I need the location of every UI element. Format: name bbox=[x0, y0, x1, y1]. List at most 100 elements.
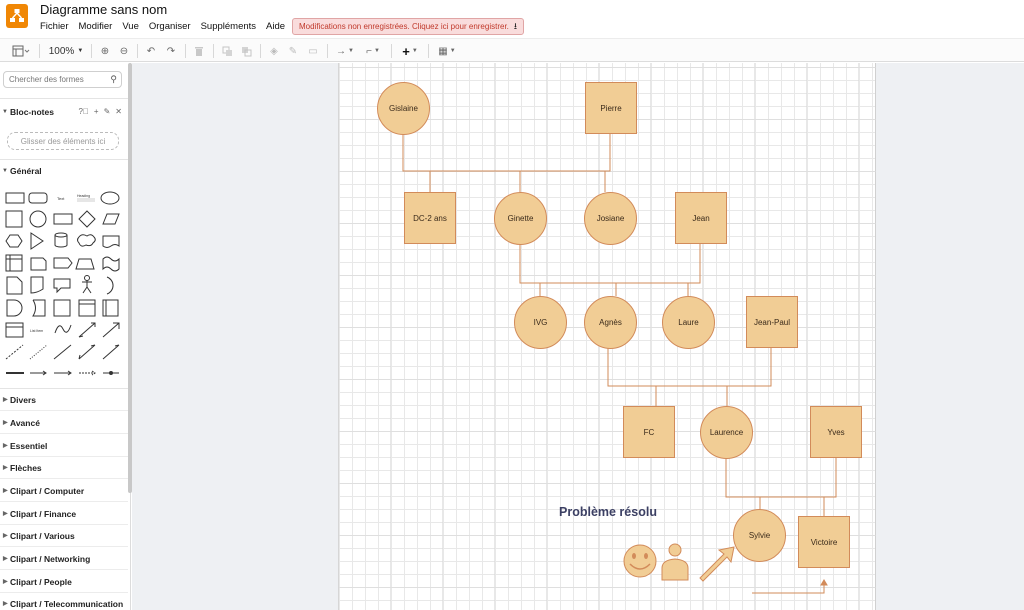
app-logo-icon bbox=[10, 9, 24, 22]
library-advanced[interactable]: ▶Avancé bbox=[0, 412, 128, 434]
menu-arrange[interactable]: Organiser bbox=[148, 21, 191, 32]
node-jean[interactable]: Jean bbox=[675, 192, 727, 244]
node-victoire[interactable]: Victoire bbox=[798, 516, 850, 568]
search-input[interactable]: Chercher des formes ⚲ bbox=[3, 71, 122, 88]
table-button[interactable]: ▦▼ bbox=[435, 44, 459, 58]
connector-label-shape-icon bbox=[54, 370, 72, 376]
library-clipart-people[interactable]: ▶Clipart / People bbox=[0, 571, 128, 593]
unsaved-notice-text: Modifications non enregistrées. Cliquez … bbox=[299, 22, 509, 31]
line-shape-icon bbox=[53, 344, 72, 360]
node-ginette[interactable]: Ginette bbox=[494, 192, 547, 245]
redo-button[interactable]: ↷ bbox=[164, 44, 178, 58]
zoom-out-button[interactable]: ⊖ bbox=[117, 44, 131, 58]
redo-icon: ↷ bbox=[166, 45, 176, 57]
library-clipart-various[interactable]: ▶Clipart / Various bbox=[0, 525, 128, 547]
library-arrows[interactable]: ▶Flèches bbox=[0, 457, 128, 479]
node-label: IVG bbox=[533, 318, 548, 327]
library-clipart-networking[interactable]: ▶Clipart / Networking bbox=[0, 548, 128, 570]
curve-shape-icon bbox=[54, 324, 72, 334]
waypoints-button[interactable]: ⌐▼ bbox=[361, 44, 385, 58]
library-basic[interactable]: ▶Essentiel bbox=[0, 435, 128, 457]
paint-bucket-icon: ◈ bbox=[270, 45, 278, 57]
library-clipart-finance[interactable]: ▶Clipart / Finance bbox=[0, 503, 128, 525]
document-title[interactable]: Diagramme sans nom bbox=[40, 2, 168, 17]
node-ivg[interactable]: IVG bbox=[514, 296, 567, 349]
triangle-down-icon: ▼ bbox=[2, 168, 8, 174]
menu-help[interactable]: Aide bbox=[266, 21, 286, 32]
clipart-group[interactable] bbox=[620, 538, 740, 584]
unsaved-changes-button[interactable]: Modifications non enregistrées. Cliquez … bbox=[292, 18, 525, 35]
library-label: Flèches bbox=[10, 462, 42, 473]
zoom-in-icon: ⊕ bbox=[100, 45, 110, 57]
chevron-down-icon: ▼ bbox=[411, 48, 418, 54]
fill-color-button[interactable]: ◈ bbox=[267, 44, 281, 58]
node-agnes[interactable]: Agnès bbox=[584, 296, 637, 349]
layout-icon bbox=[12, 45, 30, 57]
library-label: Clipart / Various bbox=[10, 530, 75, 541]
to-front-button[interactable] bbox=[220, 44, 234, 58]
menu-file[interactable]: Fichier bbox=[40, 21, 69, 32]
triangle-right-icon: ▶ bbox=[3, 488, 8, 494]
node-laurence[interactable]: Laurence bbox=[700, 406, 753, 459]
insert-button[interactable]: +▼ bbox=[398, 43, 422, 59]
shadow-button[interactable]: ▭ bbox=[306, 44, 320, 58]
triangle-right-icon: ▶ bbox=[3, 397, 8, 403]
toolbar-separator bbox=[260, 44, 261, 58]
node-label: FC bbox=[643, 427, 655, 437]
library-label: Clipart / Telecommunication bbox=[10, 598, 124, 609]
general-header[interactable]: ▼ Général bbox=[0, 161, 128, 181]
edit-icon[interactable]: ✎ bbox=[103, 107, 111, 116]
node-label: Josiane bbox=[596, 214, 625, 223]
scratchpad-header[interactable]: ▼ Bloc-notes ?⃝ + ✎ ✕ bbox=[0, 102, 128, 122]
document-shape-icon bbox=[102, 235, 120, 248]
menu-edit[interactable]: Modifier bbox=[78, 21, 113, 32]
step-shape-icon bbox=[53, 257, 73, 269]
node-gislaine[interactable]: Gislaine bbox=[377, 82, 430, 135]
dashed-line-shape-icon bbox=[5, 344, 24, 360]
menu-view[interactable]: Vue bbox=[122, 21, 139, 32]
node-pierre[interactable]: Pierre bbox=[585, 82, 637, 134]
help-icon[interactable]: ?⃝ bbox=[78, 107, 89, 116]
general-title: Général bbox=[10, 166, 42, 176]
scratchpad-dropzone[interactable]: Glisser des éléments ici bbox=[7, 132, 119, 150]
problem-solved-label[interactable]: Problème résolu bbox=[559, 505, 657, 519]
node-jeanpaul[interactable]: Jean-Paul bbox=[746, 296, 798, 348]
download-icon: ⭳ bbox=[513, 20, 518, 31]
close-icon[interactable]: ✕ bbox=[115, 107, 122, 116]
chevron-down-icon: ▼ bbox=[373, 48, 380, 54]
node-yves[interactable]: Yves bbox=[810, 406, 862, 458]
delete-button[interactable] bbox=[192, 44, 206, 58]
node-fc[interactable]: FC bbox=[623, 406, 675, 458]
library-clipart-telecommunication[interactable]: ▶Clipart / Telecommunication bbox=[0, 593, 128, 610]
node-laure[interactable]: Laure bbox=[662, 296, 715, 349]
search-icon[interactable]: ⚲ bbox=[110, 74, 117, 84]
library-misc[interactable]: ▶Divers bbox=[0, 389, 128, 411]
line-color-button[interactable]: ✎ bbox=[286, 44, 300, 58]
node-label: Agnès bbox=[599, 318, 622, 327]
dropzone-text: Glisser des éléments ici bbox=[20, 136, 106, 146]
trapezoid-shape-icon bbox=[75, 258, 95, 270]
node-josiane[interactable]: Josiane bbox=[584, 192, 637, 245]
view-panels-button[interactable] bbox=[10, 44, 32, 58]
menu-extras[interactable]: Suppléments bbox=[200, 21, 257, 32]
zoom-out-icon: ⊖ bbox=[119, 45, 129, 57]
sidebar-scrollbar[interactable] bbox=[128, 63, 132, 493]
general-shapes-palette[interactable]: Text Heading List Item bbox=[3, 187, 125, 379]
undo-button[interactable]: ↶ bbox=[144, 44, 158, 58]
square-shape-icon bbox=[5, 210, 23, 228]
plus-icon: + bbox=[402, 43, 410, 59]
to-back-button[interactable] bbox=[239, 44, 253, 58]
triangle-right-icon: ▶ bbox=[3, 420, 8, 426]
connection-style-button[interactable]: →▼ bbox=[333, 44, 357, 58]
add-icon[interactable]: + bbox=[93, 107, 99, 116]
zoom-in-button[interactable]: ⊕ bbox=[98, 44, 112, 58]
chevron-down-icon: ▼ bbox=[449, 48, 456, 54]
zoom-select[interactable]: 100% ▼ bbox=[47, 44, 85, 58]
to-front-icon bbox=[222, 46, 232, 56]
drawio-logo[interactable] bbox=[6, 4, 28, 28]
node-dc[interactable]: DC-2 ans bbox=[404, 192, 456, 244]
node-sylvie[interactable]: Sylvie bbox=[733, 509, 786, 562]
library-clipart-computer[interactable]: ▶Clipart / Computer bbox=[0, 480, 128, 502]
toolbar-separator bbox=[185, 44, 186, 58]
